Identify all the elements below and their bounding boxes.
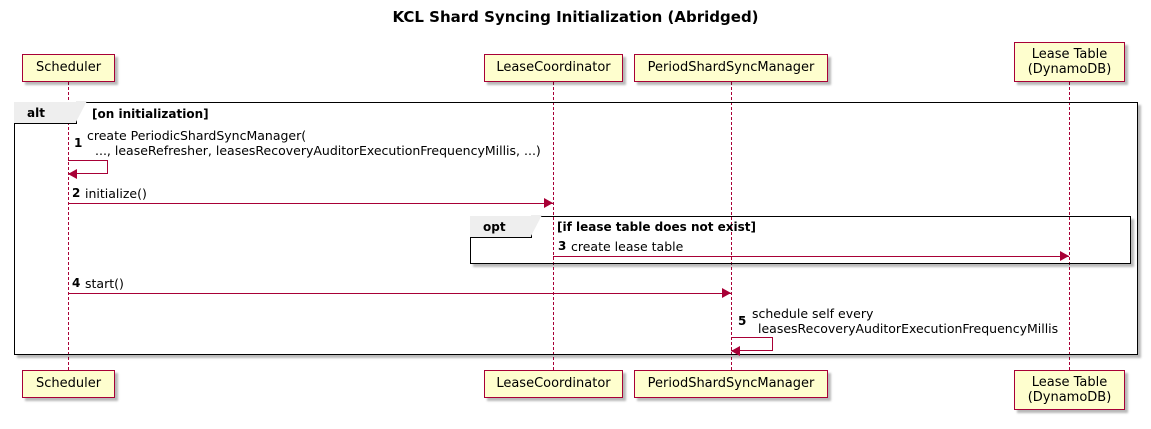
message-1-label-line1: create PeriodicShardSyncManager(: [87, 128, 307, 143]
lifeline-period-shard-sync-manager: [731, 82, 732, 370]
lifeline-lease-table: [1069, 82, 1070, 370]
fragment-opt-label: opt: [470, 214, 542, 238]
participant-lease-table-top[interactable]: Lease Table (DynamoDB): [1014, 42, 1125, 82]
message-3-label: create lease table: [571, 239, 684, 254]
participant-lease-coordinator-top-label: LeaseCoordinator: [496, 60, 611, 76]
message-4-line: [68, 293, 731, 294]
message-4-arrowhead: [722, 288, 731, 298]
participant-lease-coordinator-top[interactable]: LeaseCoordinator: [484, 54, 623, 82]
lifeline-scheduler: [68, 82, 69, 370]
fragment-alt-label: alt: [14, 100, 87, 124]
lifeline-lease-coordinator: [553, 82, 554, 370]
participant-scheduler-bottom-label: Scheduler: [35, 376, 102, 392]
page-title: KCL Shard Syncing Initialization (Abridg…: [392, 8, 759, 26]
message-2-label: initialize(): [85, 186, 147, 201]
message-1-arrowhead: [68, 169, 77, 179]
participant-scheduler-top-label: Scheduler: [35, 60, 102, 76]
fragment-opt: [470, 216, 1131, 264]
message-5-label-line2: leasesRecoveryAuditorExecutionFrequencyM…: [758, 321, 1059, 336]
participant-period-shard-sync-manager-bottom[interactable]: PeriodShardSyncManager: [634, 370, 828, 398]
message-5-arrowhead: [731, 346, 740, 356]
participant-period-shard-sync-manager-top[interactable]: PeriodShardSyncManager: [634, 54, 828, 82]
message-3-line: [553, 256, 1069, 257]
participant-lease-table-bottom[interactable]: Lease Table (DynamoDB): [1014, 370, 1125, 410]
participant-period-shard-sync-manager-bottom-label: PeriodShardSyncManager: [647, 376, 815, 392]
message-5-label-line1: schedule self every: [752, 306, 874, 321]
message-1-self-loop: [68, 160, 108, 174]
participant-lease-table-top-label-line1: Lease Table: [1031, 46, 1108, 62]
message-2-arrowhead: [544, 198, 553, 208]
message-1-label-line2: ..., leaseRefresher, leasesRecoveryAudit…: [95, 143, 541, 158]
message-5-self-loop: [731, 337, 773, 351]
participant-lease-table-bottom-label-line2: (DynamoDB): [1027, 390, 1112, 405]
message-3-arrowhead: [1060, 251, 1069, 261]
participant-lease-coordinator-bottom[interactable]: LeaseCoordinator: [484, 370, 623, 398]
message-4-sequence-number: 4: [72, 276, 81, 290]
fragment-alt: [14, 102, 1138, 355]
message-5-sequence-number: 5: [738, 314, 747, 328]
fragment-opt-guard: [if lease table does not exist]: [557, 220, 757, 234]
participant-period-shard-sync-manager-top-label: PeriodShardSyncManager: [647, 60, 815, 76]
participant-lease-coordinator-bottom-label: LeaseCoordinator: [496, 376, 611, 392]
participant-lease-table-bottom-label-line1: Lease Table: [1031, 374, 1108, 390]
participant-scheduler-top[interactable]: Scheduler: [22, 54, 115, 82]
fragment-alt-guard: [on initialization]: [92, 107, 209, 121]
message-1-sequence-number: 1: [74, 136, 83, 150]
message-3-sequence-number: 3: [558, 239, 567, 253]
message-4-label: start(): [85, 276, 124, 291]
participant-scheduler-bottom[interactable]: Scheduler: [22, 370, 115, 398]
message-2-line: [68, 203, 553, 204]
participant-lease-table-top-label-line2: (DynamoDB): [1027, 62, 1112, 77]
message-2-sequence-number: 2: [72, 186, 81, 200]
